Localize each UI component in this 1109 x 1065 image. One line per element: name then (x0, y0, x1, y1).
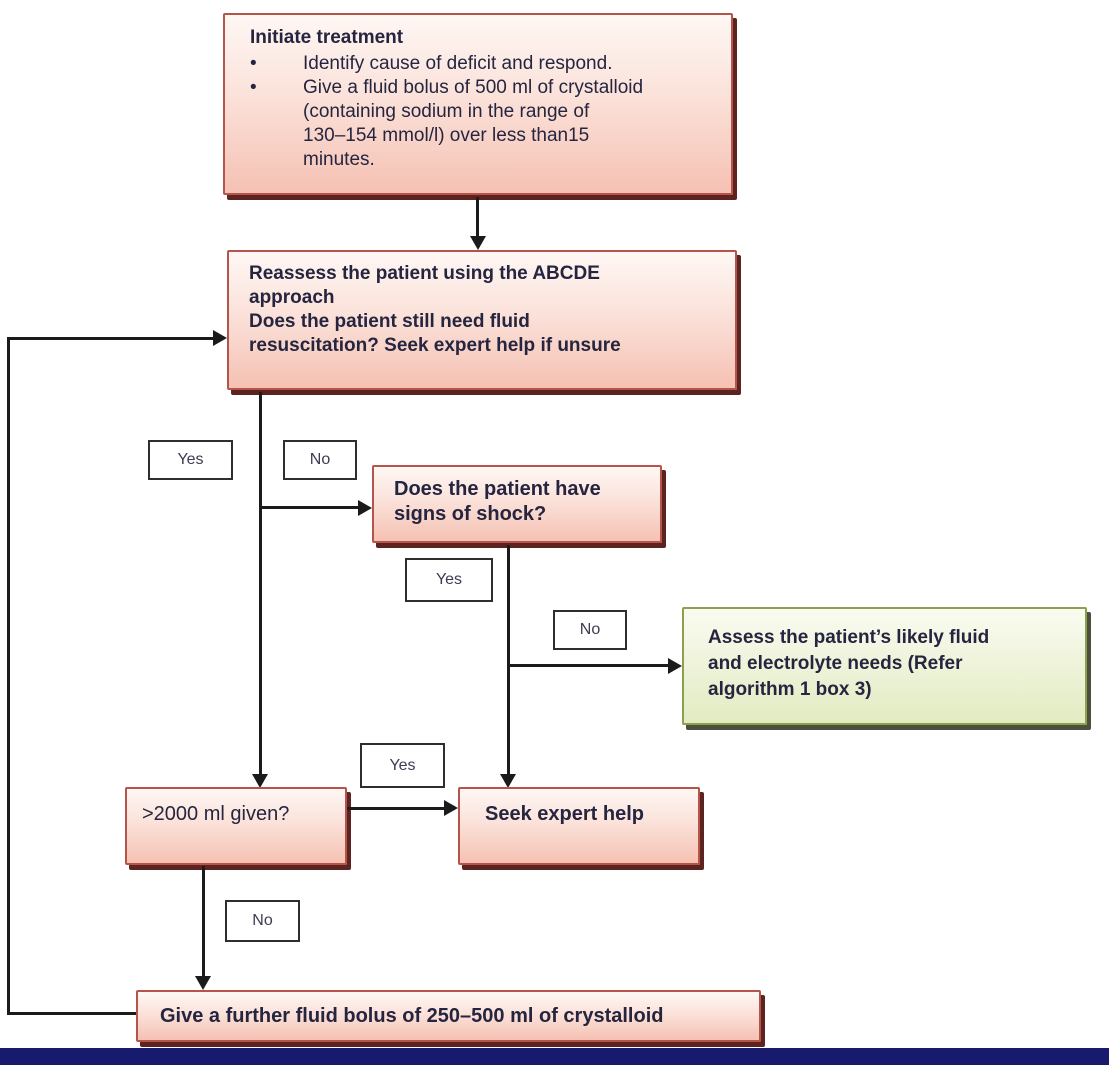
label-shock-no: No (553, 610, 627, 650)
loopback-top-line (7, 337, 213, 340)
bullet-item: • Give a fluid bolus of 500 ml of crysta… (250, 76, 723, 172)
arrowhead-right-icon (668, 658, 682, 674)
label-shock-yes: Yes (405, 558, 493, 602)
connector-given-yes-line (347, 807, 444, 810)
label-text: No (252, 912, 273, 929)
arrowhead-right-icon (358, 500, 372, 516)
label-reassess-yes: Yes (148, 440, 233, 480)
footer-bar (0, 1048, 1109, 1065)
signs-of-shock-text: Does the patient have signs of shock? (394, 478, 601, 525)
label-text: Yes (177, 451, 204, 468)
bullet-icon: • (250, 77, 257, 98)
bullet-icon: • (250, 53, 257, 74)
further-fluid-bolus-text: Give a further fluid bolus of 250–500 ml… (160, 1004, 664, 1027)
node-assess-fluid-needs: Assess the patient’s likely fluid and el… (682, 607, 1087, 725)
bullet-text: Identify cause of deficit and respond. (303, 53, 613, 74)
initiate-treatment-bullet-list: • Identify cause of deficit and respond.… (225, 52, 731, 172)
node-signs-of-shock: Does the patient have signs of shock? (372, 465, 662, 543)
arrowhead-down-icon (470, 236, 486, 250)
arrowhead-right-icon (213, 330, 227, 346)
loopback-vertical-line (7, 337, 10, 1015)
connector-initiate-to-reassess-line (476, 197, 479, 236)
label-text: Yes (435, 571, 463, 588)
node-2000ml-given: >2000 ml given? (125, 787, 347, 865)
node-reassess-patient: Reassess the patient using the ABCDE app… (227, 250, 737, 390)
label-given-yes: Yes (360, 743, 445, 788)
label-reassess-no: No (283, 440, 357, 480)
label-text: Yes (389, 756, 416, 774)
node-initiate-treatment: Initiate treatment • Identify cause of d… (223, 13, 733, 195)
node-seek-expert-help: Seek expert help (458, 787, 700, 865)
connector-reassess-no-line (259, 506, 358, 509)
node-further-fluid-bolus: Give a further fluid bolus of 250–500 ml… (136, 990, 761, 1042)
bullet-item: • Identify cause of deficit and respond. (250, 52, 723, 76)
connector-shock-yes-line (507, 545, 510, 774)
bullet-text: Give a fluid bolus of 500 ml of crystall… (303, 77, 644, 170)
label-text: No (579, 621, 601, 638)
assess-fluid-needs-text: Assess the patient’s likely fluid and el… (708, 627, 990, 700)
seek-expert-help-text: Seek expert help (485, 803, 644, 825)
connector-shock-no-line (507, 664, 668, 667)
label-text: No (309, 451, 331, 468)
connector-reassess-yes-line (259, 392, 262, 774)
arrowhead-down-icon (500, 774, 516, 788)
2000ml-given-text: >2000 ml given? (142, 803, 290, 825)
reassess-patient-text: Reassess the patient using the ABCDE app… (249, 263, 621, 356)
connector-given-no-line (202, 866, 205, 976)
arrowhead-right-icon (444, 800, 458, 816)
label-given-no: No (225, 900, 300, 942)
arrowhead-down-icon (252, 774, 268, 788)
loopback-bottom-line (8, 1012, 136, 1015)
initiate-treatment-title: Initiate treatment (250, 27, 404, 48)
arrowhead-down-icon (195, 976, 211, 990)
